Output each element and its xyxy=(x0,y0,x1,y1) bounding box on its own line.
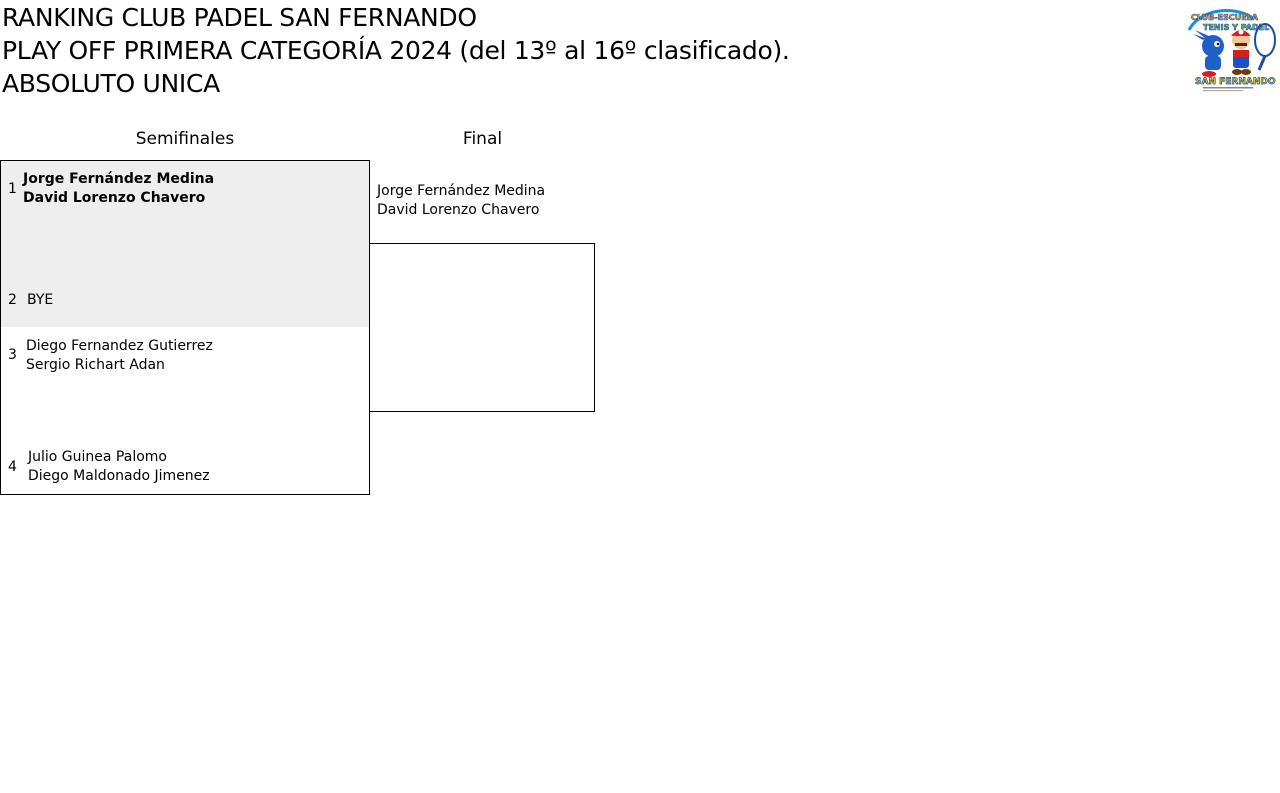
final-team-entry: Jorge Fernández Medina David Lorenzo Cha… xyxy=(377,182,545,220)
svg-text:CLUB-ESCUELA: CLUB-ESCUELA xyxy=(1191,13,1259,22)
player-name: Jorge Fernández Medina xyxy=(23,171,215,187)
team-entry: BYE xyxy=(27,291,53,310)
page-title: RANKING CLUB PADEL SAN FERNANDO xyxy=(2,3,477,32)
player-name: Julio Guinea Palomo xyxy=(28,449,167,465)
player-name: Diego Fernandez Gutierrez xyxy=(26,338,213,354)
club-logo: CLUB-ESCUELA TENIS Y PADEL SAN FERNANDO xyxy=(1183,8,1279,92)
player-name: David Lorenzo Chavero xyxy=(377,202,540,218)
svg-text:SAN FERNANDO: SAN FERNANDO xyxy=(1195,77,1276,87)
club-logo-icon: CLUB-ESCUELA TENIS Y PADEL SAN FERNANDO xyxy=(1187,9,1276,92)
player-name: BYE xyxy=(27,292,54,308)
svg-text:TENIS Y PADEL: TENIS Y PADEL xyxy=(1203,23,1269,32)
player-name: Sergio Richart Adan xyxy=(26,357,165,373)
semifinal-match-1: 1 Jorge Fernández Medina David Lorenzo C… xyxy=(0,160,370,328)
seed-number: 3 xyxy=(8,347,17,363)
team-entry: Diego Fernandez Gutierrez Sergio Richart… xyxy=(26,337,213,375)
final-match-bracket xyxy=(370,243,595,412)
player-name: Jorge Fernández Medina xyxy=(377,183,546,199)
seed-number: 4 xyxy=(8,459,17,475)
round-header-semifinals: Semifinales xyxy=(135,129,235,149)
seed-number: 1 xyxy=(8,181,17,197)
player-name: David Lorenzo Chavero xyxy=(23,190,206,206)
team-entry: Jorge Fernández Medina David Lorenzo Cha… xyxy=(23,170,214,208)
seed-number: 2 xyxy=(8,292,17,308)
round-header-final: Final xyxy=(462,129,503,149)
category-title: ABSOLUTO UNICA xyxy=(2,69,220,98)
team-entry: Julio Guinea Palomo Diego Maldonado Jime… xyxy=(28,448,210,486)
page-subtitle: PLAY OFF PRIMERA CATEGORÍA 2024 (del 13º… xyxy=(2,36,790,65)
semifinal-match-2: 3 Diego Fernandez Gutierrez Sergio Richa… xyxy=(0,327,370,495)
player-name: Diego Maldonado Jimenez xyxy=(28,468,210,484)
